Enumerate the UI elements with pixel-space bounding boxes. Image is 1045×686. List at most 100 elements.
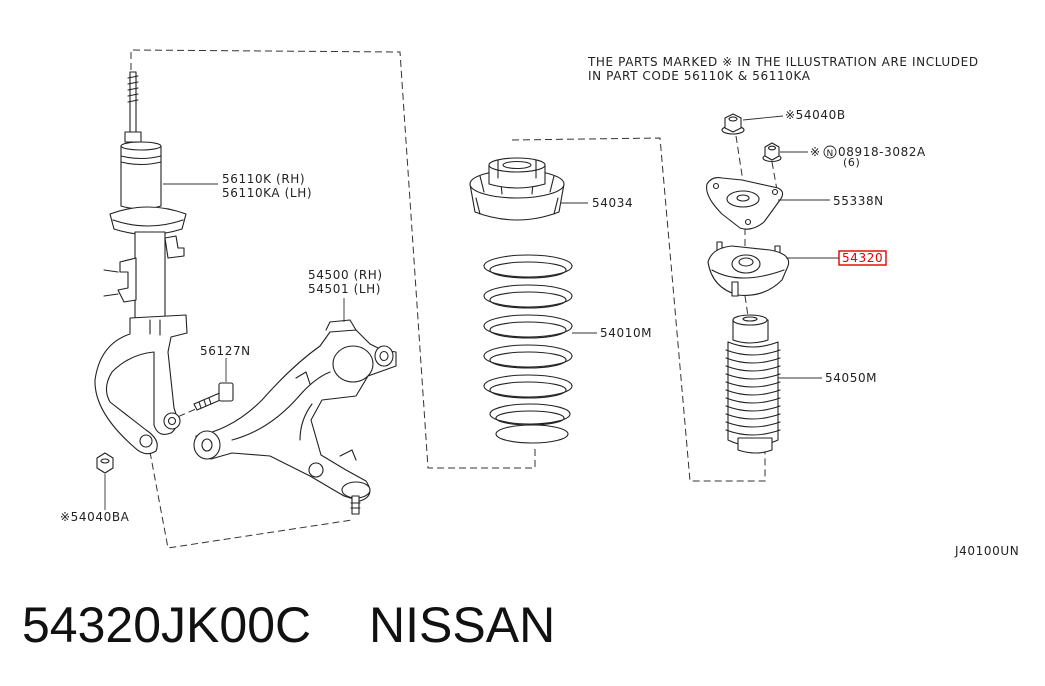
- boot-bellows-outline: [727, 341, 779, 447]
- spring-seat-54034[interactable]: [469, 157, 565, 221]
- strut-mount-rim: [711, 269, 785, 279]
- strut-rod-nut: [124, 131, 142, 143]
- label-54500[interactable]: 54500 (RH): [308, 268, 383, 282]
- strut-spring-seat: [109, 206, 187, 235]
- spring-seat-collar-ribs: [497, 159, 537, 179]
- arm-bracket: [295, 371, 357, 461]
- spring-coil-6-inner: [495, 410, 565, 426]
- spring-coil-1-inner: [489, 261, 567, 279]
- spring-coil-2: [483, 284, 573, 308]
- strut-lower-tube: [134, 231, 166, 321]
- front-bushing: [193, 430, 221, 460]
- dashed-line-mount-to-boot: [744, 295, 749, 317]
- rear-bushing: [332, 345, 374, 383]
- strut-spring-seat-rim: [112, 219, 184, 227]
- label-54034[interactable]: 54034: [592, 196, 633, 210]
- label-54501[interactable]: 54501 (LH): [308, 282, 381, 296]
- knuckle-upper-hole-inner: [167, 416, 177, 426]
- label-56110K[interactable]: 56110K (RH): [222, 172, 305, 186]
- note-line-2: IN PART CODE 56110K & 56110KA: [588, 69, 811, 83]
- knuckle-lower-hole: [139, 434, 153, 448]
- diagram-reference-code: J40100UN: [954, 544, 1019, 558]
- leader-lines: [104, 115, 839, 510]
- strut-mount-stud-bottom: [731, 281, 739, 297]
- label-08918-3082A[interactable]: 08918-3082A: [838, 145, 926, 159]
- mount-plate-hole-right: [771, 188, 779, 196]
- leader-54040B: [742, 115, 784, 121]
- note-line-1: THE PARTS MARKED ※ IN THE ILLUSTRATION A…: [587, 55, 979, 69]
- dashed-line-seat-to-boot: [511, 137, 766, 482]
- circled-n-icon: [823, 145, 837, 159]
- label-55338N[interactable]: 55338N: [833, 194, 884, 208]
- nut-54040BA[interactable]: [96, 452, 114, 474]
- caption-brand: NISSAN: [369, 597, 556, 653]
- label-54050M[interactable]: 54050M: [825, 371, 877, 385]
- strut-mount-center: [738, 257, 754, 267]
- strut-assembly[interactable]: [103, 71, 187, 321]
- lower-arm-rib: [231, 371, 331, 441]
- boot-bellows-folds: [725, 349, 781, 436]
- rear-bushing-top: [325, 319, 357, 331]
- label-08918-mark: ※: [810, 145, 821, 159]
- bolt-56127N[interactable]: [193, 382, 234, 411]
- boot-top-cap-bore: [742, 316, 758, 322]
- mount-plate-55338N[interactable]: [706, 177, 784, 230]
- label-54040BA[interactable]: ※54040BA: [60, 510, 130, 524]
- ball-joint-stud: [351, 495, 360, 515]
- highlight-box-54320: [838, 250, 887, 266]
- label-54320[interactable]: 54320: [842, 251, 883, 265]
- nut-08918-bore: [767, 145, 777, 151]
- rear-bushing-bore: [379, 350, 389, 362]
- strut-stud: [129, 71, 137, 135]
- nut-08918-3082A[interactable]: [762, 142, 782, 163]
- bolt-head: [218, 382, 234, 402]
- circled-n-letter: N: [827, 149, 834, 159]
- nut-54040B[interactable]: [721, 113, 745, 135]
- spring-coil-4-inner: [489, 351, 567, 369]
- knuckle-clamp-slot: [149, 319, 161, 336]
- nut-54040B-bore: [728, 116, 738, 122]
- spring-coil-7: [495, 424, 569, 444]
- spring-coil-5-inner: [489, 381, 567, 399]
- strut-stud-threads: [127, 75, 139, 103]
- bolt-threads: [198, 397, 212, 409]
- knuckle-body: [94, 314, 188, 455]
- mount-plate-boss: [726, 190, 760, 208]
- spring-coil-2-inner: [489, 291, 567, 309]
- strut-mount-54320[interactable]: [707, 241, 790, 297]
- assembly-dashed-lines: [130, 49, 778, 549]
- label-54040B[interactable]: ※54040B: [785, 108, 846, 122]
- spring-coil-3: [483, 314, 573, 338]
- coil-spring-54010M[interactable]: [483, 254, 573, 444]
- strut-stabilizer-tab: [164, 235, 185, 259]
- spring-coil-4: [483, 344, 573, 368]
- boot-bottom-collar: [737, 437, 773, 454]
- label-54010M[interactable]: 54010M: [600, 326, 652, 340]
- spring-seat-bore: [502, 160, 532, 170]
- label-56110KA[interactable]: 56110KA (LH): [222, 186, 312, 200]
- strut-hose-bracket: [117, 257, 137, 303]
- boot-top-cap: [732, 319, 769, 344]
- label-56127N[interactable]: 56127N: [200, 344, 251, 358]
- label-08918-quantity: (6): [843, 156, 860, 169]
- dashed-line-nut-to-mount: [735, 135, 745, 189]
- spring-coil-1: [483, 254, 573, 278]
- boot-top-cap-rim: [732, 314, 768, 326]
- ball-joint-socket: [308, 462, 324, 478]
- exploded-parts-diagram: THE PARTS MARKED ※ IN THE ILLUSTRATION A…: [60, 49, 1019, 558]
- rear-bushing-sleeve: [374, 345, 394, 367]
- strut-body-band: [120, 155, 162, 166]
- dust-boot-54050M[interactable]: [725, 314, 781, 454]
- ball-joint-stud-threads: [350, 502, 361, 509]
- spring-seat-collar-top: [488, 157, 546, 173]
- knuckle-upper-hole: [163, 412, 181, 430]
- front-bushing-inner: [201, 438, 213, 452]
- strut-body: [120, 145, 162, 210]
- strut-hose-clip: [103, 269, 119, 297]
- mount-plate-bore: [736, 194, 750, 202]
- lower-control-arm[interactable]: [193, 319, 397, 515]
- caption-part-number: 54320JK00C: [22, 597, 312, 653]
- part-caption: 54320JK00C NISSAN: [22, 596, 555, 666]
- steering-knuckle[interactable]: [94, 314, 188, 455]
- mount-plate-hole-bottom: [744, 218, 752, 226]
